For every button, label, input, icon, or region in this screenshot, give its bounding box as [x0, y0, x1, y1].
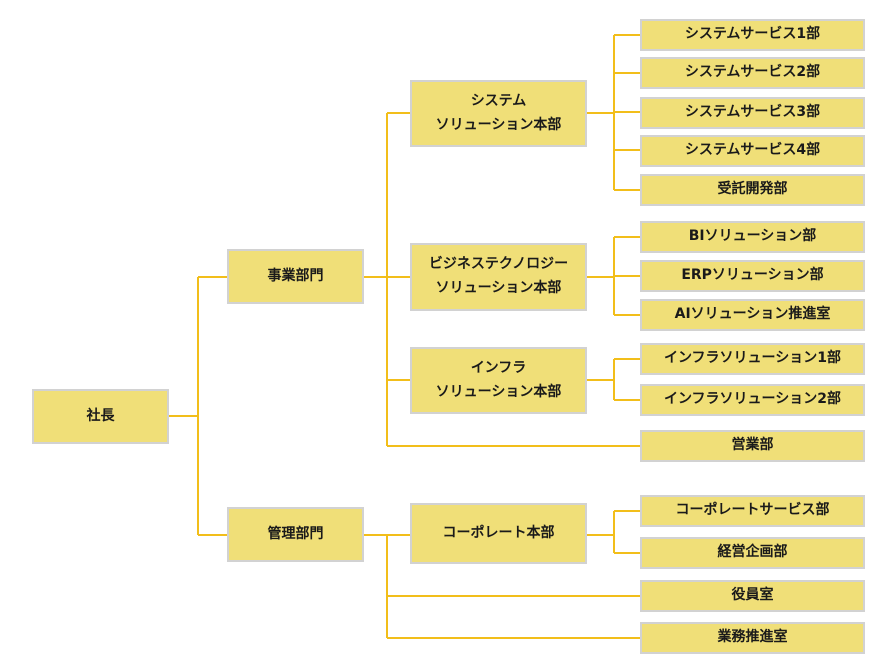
- business-promotion-label: 業務推進室: [717, 629, 788, 646]
- management-division-label: 管理部門: [267, 525, 324, 542]
- infra-solutions-hq-box: インフラ ソリューション本部: [410, 347, 587, 414]
- system-service-1-box: システムサービス1部: [640, 19, 865, 51]
- system-solutions-hq-line2: ソリューション本部: [435, 116, 562, 133]
- system-service-3-box: システムサービス3部: [640, 97, 865, 129]
- infra-solutions-hq-line2: ソリューション本部: [435, 383, 562, 400]
- sales-box: 営業部: [640, 430, 865, 462]
- president-label: 社長: [86, 407, 115, 424]
- infra-solutions-1-box: インフラソリューション1部: [640, 343, 865, 375]
- business-technology-hq-line1: ビジネステクノロジー: [428, 256, 569, 273]
- corporate-services-box: コーポレートサービス部: [640, 495, 865, 527]
- executive-office-label: 役員室: [731, 587, 774, 604]
- business-technology-hq-line2: ソリューション本部: [435, 280, 562, 296]
- business-technology-hq-box: ビジネステクノロジー ソリューション本部: [410, 243, 587, 311]
- system-service-2-box: システムサービス2部: [640, 57, 865, 89]
- business-promotion-box: 業務推進室: [640, 622, 865, 654]
- erp-solutions-box: ERPソリューション部: [640, 260, 865, 292]
- system-service-3-label: システムサービス3部: [684, 104, 821, 121]
- bi-solutions-label: BIソリューション部: [688, 228, 817, 245]
- infra-solutions-2-label: インフラソリューション2部: [663, 391, 842, 408]
- bi-solutions-box: BIソリューション部: [640, 221, 865, 253]
- corporate-planning-label: 経営企画部: [717, 544, 788, 561]
- system-solutions-hq-line1: システム: [470, 92, 527, 109]
- contract-dev-label: 受託開発部: [717, 181, 788, 198]
- system-service-4-label: システムサービス4部: [684, 142, 821, 159]
- sales-label: 営業部: [731, 437, 774, 454]
- erp-solutions-label: ERPソリューション部: [681, 267, 824, 284]
- system-service-2-label: システムサービス2部: [684, 64, 821, 81]
- system-service-1-label: システムサービス1部: [684, 26, 821, 43]
- corporate-hq-box: コーポレート本部: [410, 503, 587, 564]
- corporate-hq-label: コーポレート本部: [442, 524, 555, 541]
- business-division-label: 事業部門: [267, 267, 324, 284]
- infra-solutions-2-box: インフラソリューション2部: [640, 384, 865, 416]
- system-solutions-hq-box: システム ソリューション本部: [410, 80, 587, 147]
- corporate-services-label: コーポレートサービス部: [675, 502, 830, 519]
- contract-dev-box: 受託開発部: [640, 174, 865, 206]
- president-box: 社長: [32, 389, 169, 444]
- infra-solutions-hq-line1: インフラ: [470, 359, 527, 376]
- ai-solutions-label: AIソリューション推進室: [674, 306, 831, 323]
- management-division-box: 管理部門: [227, 507, 364, 562]
- ai-solutions-box: AIソリューション推進室: [640, 299, 865, 331]
- system-service-4-box: システムサービス4部: [640, 135, 865, 167]
- corporate-planning-box: 経営企画部: [640, 537, 865, 569]
- executive-office-box: 役員室: [640, 580, 865, 612]
- infra-solutions-1-label: インフラソリューション1部: [663, 350, 842, 367]
- business-division-box: 事業部門: [227, 249, 364, 304]
